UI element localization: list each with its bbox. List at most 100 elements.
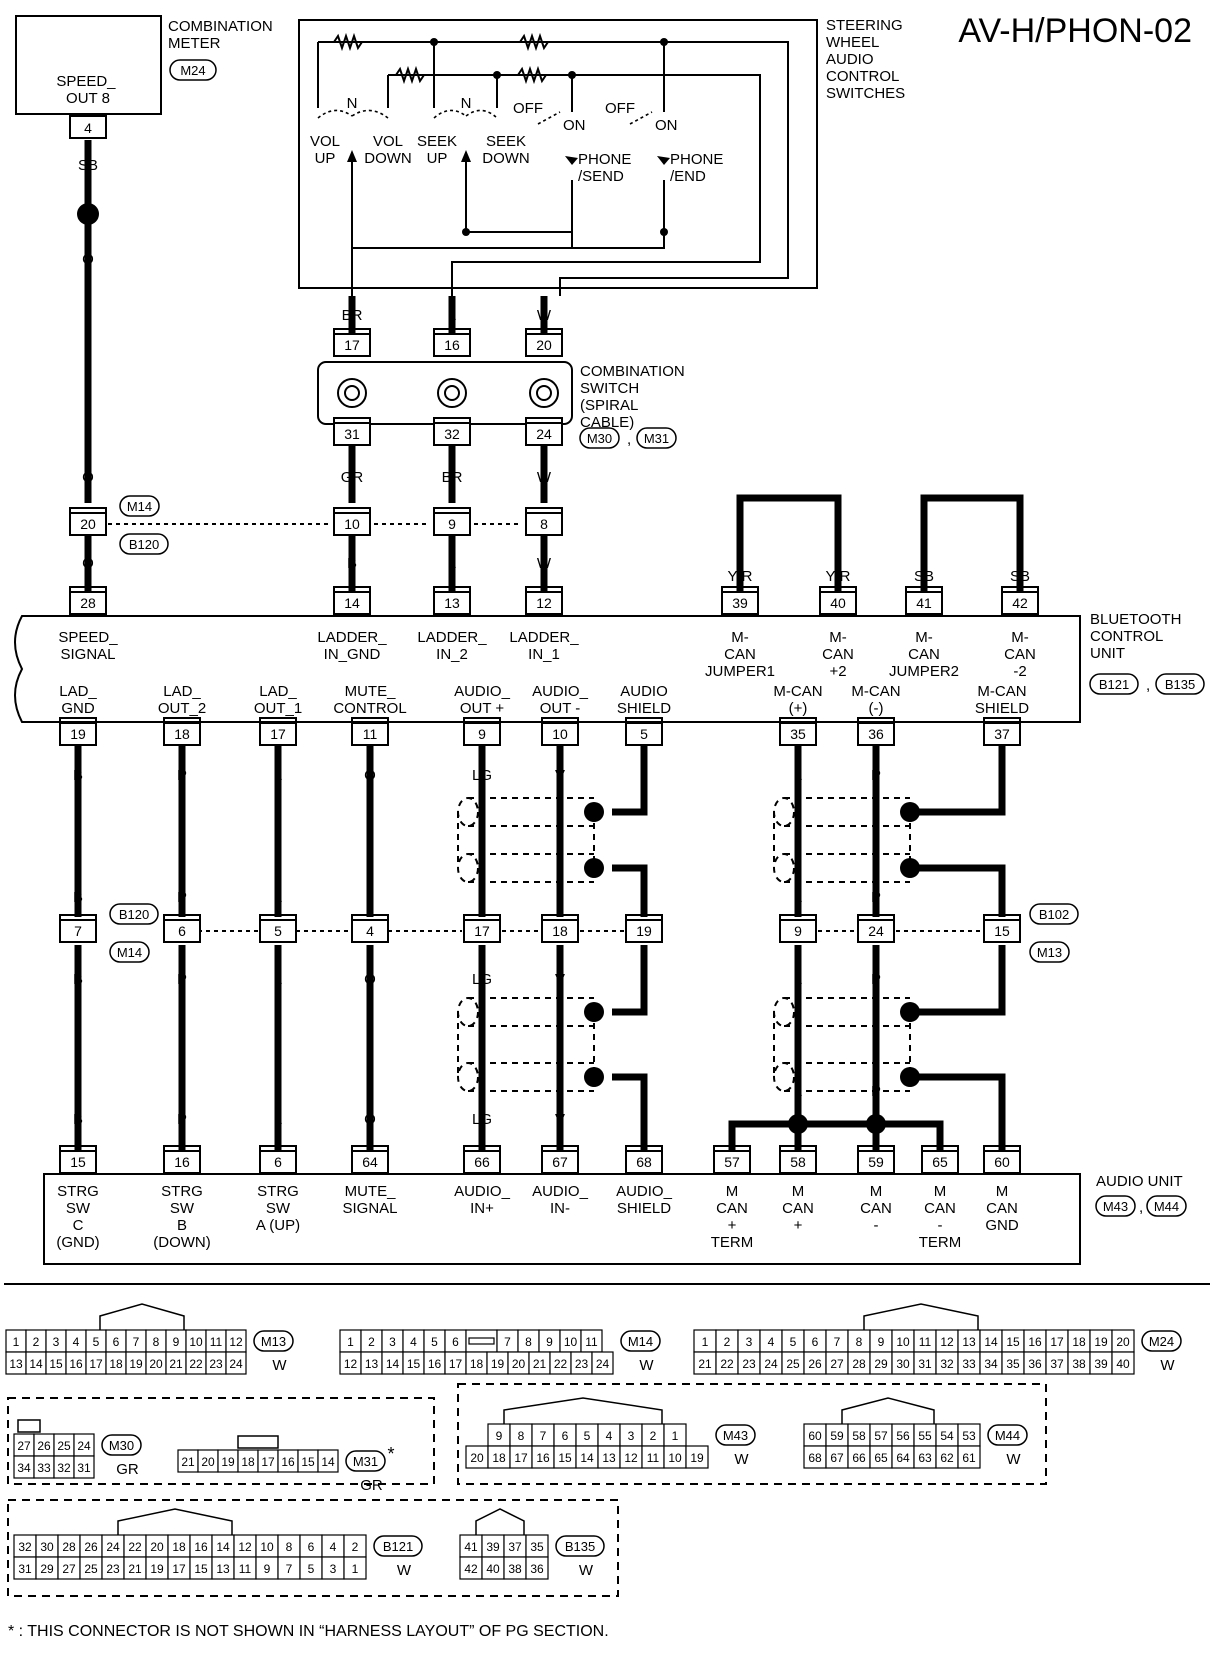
connector-pin-housing — [463, 914, 501, 920]
wire-color-label: BR — [342, 307, 363, 324]
connector-view-id: B135 — [565, 1539, 595, 1554]
connector-id-pill — [373, 1535, 423, 1557]
connector-cavity-number: 10 — [896, 1335, 910, 1349]
connector-cavity-number: 17 — [449, 1357, 463, 1371]
connector-pin-number: 17 — [474, 923, 490, 939]
connector-cavity-number: 7 — [504, 1335, 511, 1349]
connector-id: M13 — [1037, 945, 1062, 960]
connector-cavity-number: 32 — [940, 1357, 954, 1371]
splice-dot — [77, 203, 99, 225]
audio-terminal-label: + — [728, 1217, 737, 1234]
wire-color-label: GR — [341, 469, 364, 486]
connector-latch — [117, 1508, 233, 1535]
connector-pin-box — [779, 722, 817, 746]
wire-color-label: L — [274, 767, 282, 784]
audio-terminal-label: B — [177, 1217, 187, 1234]
connector-pin-housing — [905, 586, 943, 592]
connector-cavity-number: 19 — [150, 1562, 164, 1576]
connector-pin-housing — [259, 717, 297, 723]
connector-cavity-number: 12 — [624, 1451, 638, 1465]
connector-tab — [237, 1435, 279, 1449]
audio-terminal-label: M — [870, 1183, 883, 1200]
connector-pin-number: 9 — [478, 726, 486, 742]
connector-cavity-number: 38 — [508, 1562, 522, 1576]
connector-pin-number: 16 — [174, 1154, 190, 1170]
connector-cavity — [317, 1449, 339, 1473]
connector-latch — [99, 1303, 185, 1330]
connector-cavity-number: 8 — [153, 1335, 160, 1349]
connector-pin-number: 64 — [362, 1154, 378, 1170]
connector-cavity-number: 6 — [452, 1335, 459, 1349]
connector-pin-number: 66 — [474, 1154, 490, 1170]
connector-pin-box — [333, 333, 371, 357]
wire-color-label: L — [448, 555, 456, 572]
connector-view-color: W — [734, 1451, 749, 1468]
connector-pin-number: 10 — [552, 726, 568, 742]
svg-text:N: N — [347, 95, 358, 112]
connector-cavity-number: 4 — [768, 1335, 775, 1349]
connector-cavity-number: 13 — [365, 1357, 379, 1371]
connector-pin-number: 10 — [344, 516, 360, 532]
wire-color-label: LG — [472, 971, 492, 988]
wire-color-label: L — [448, 307, 456, 324]
bluetooth-terminal-label: M-CAN — [851, 683, 900, 700]
connector-cavity-number: 3 — [330, 1562, 337, 1576]
connector-cavity-number: 19 — [1094, 1335, 1108, 1349]
connector-pin-box — [433, 591, 471, 615]
connector-pin-number: 6 — [178, 923, 186, 939]
connector-cavity-number: 7 — [286, 1562, 293, 1576]
wire-color-label: O — [82, 555, 94, 572]
wire-color-label: P — [871, 767, 881, 784]
bluetooth-terminal-label: IN_2 — [436, 646, 468, 663]
connector-pin-number: 19 — [636, 923, 652, 939]
connector-id-pill — [1029, 903, 1079, 925]
connector-group-box — [457, 1383, 1047, 1485]
wire-color-label: B — [73, 971, 83, 988]
connector-cavity-number: 13 — [602, 1451, 616, 1465]
connector-latch — [503, 1397, 663, 1424]
connector-pin-number: 59 — [868, 1154, 884, 1170]
connector-cavity-number: 14 — [216, 1540, 230, 1554]
connector-pin-housing — [351, 914, 389, 920]
bluetooth-terminal-label: OUT + — [460, 700, 505, 717]
connector-pin-number: 15 — [70, 1154, 86, 1170]
connector-id: B120 — [119, 907, 149, 922]
svg-text:PHONE/SEND: PHONE/SEND — [578, 151, 631, 185]
bluetooth-terminal-label: M- — [915, 629, 933, 646]
connector-cavity-number: 6 — [812, 1335, 819, 1349]
connector-cavity-number: 11 — [647, 1451, 660, 1465]
connector-pin-box — [625, 722, 663, 746]
meter-terminal-label: SPEED_ OUT 8 — [56, 73, 119, 107]
connector-pin-box — [333, 512, 371, 536]
connector-pin-box — [525, 512, 563, 536]
connector-pin-number: 35 — [790, 726, 806, 742]
wire-color-label: O — [364, 971, 376, 988]
connector-pin-housing — [333, 507, 371, 513]
connector-id-pill — [579, 427, 620, 449]
connector-cavity-number: 22 — [720, 1357, 734, 1371]
connector-view-color: W — [272, 1357, 287, 1374]
connector-cavity-number: 27 — [62, 1562, 76, 1576]
connector-cavity-number: 2 — [352, 1540, 359, 1554]
connector-pin-housing — [525, 586, 563, 592]
connector-pin-housing — [779, 1145, 817, 1151]
connector-cavity — [73, 1455, 95, 1479]
audio-terminal-label: SW — [266, 1200, 291, 1217]
connector-view-color: GR — [360, 1477, 383, 1494]
connector-pin-box — [625, 919, 663, 943]
connector-cavity-number: 21 — [181, 1455, 195, 1469]
connector-pin-housing — [525, 328, 563, 334]
bluetooth-unit-box — [14, 615, 1081, 723]
connector-id: B135 — [1165, 677, 1195, 692]
connector-pin-number: 68 — [636, 1154, 652, 1170]
connector-cavity-number: 53 — [962, 1429, 976, 1443]
connector-cavity-number: 58 — [852, 1429, 866, 1443]
bluetooth-terminal-label: M- — [829, 629, 847, 646]
bluetooth-terminal-label: LAD_ — [259, 683, 297, 700]
steering-resistors — [333, 32, 549, 85]
connector-pin-housing — [525, 507, 563, 513]
connector-cavity-number: 15 — [1006, 1335, 1020, 1349]
